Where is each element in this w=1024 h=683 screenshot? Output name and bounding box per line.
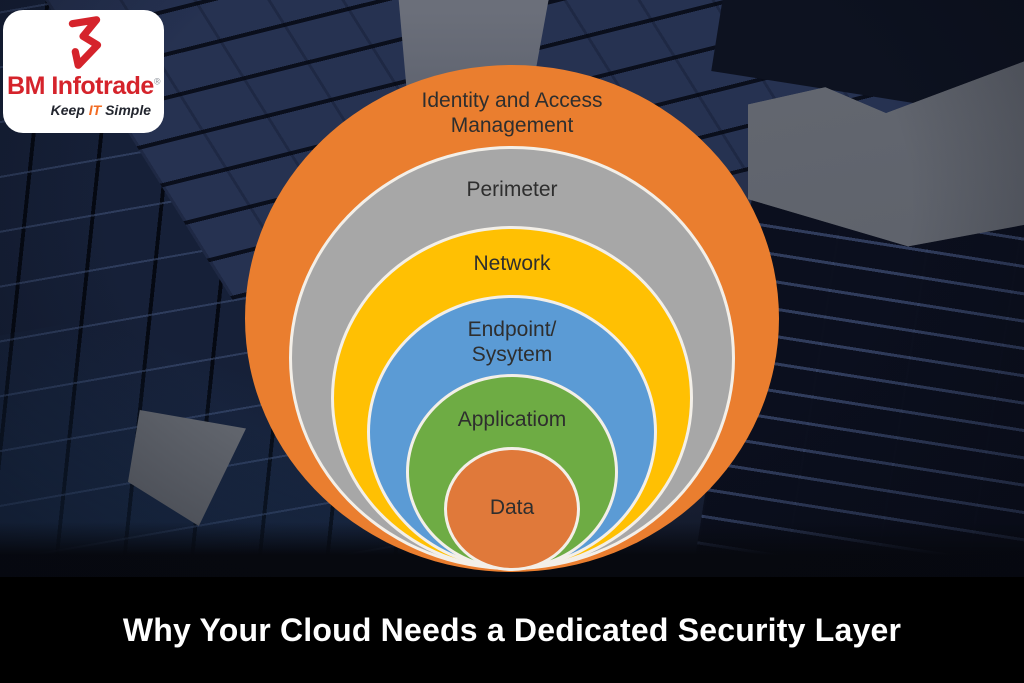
brand-tagline: Keep IT Simple [3, 102, 164, 118]
layer-ring-data [444, 447, 580, 571]
tagline-word-simple: Simple [105, 102, 151, 118]
bm-infotrade-logo-mark-icon [68, 16, 101, 69]
title-bar: Why Your Cloud Needs a Dedicated Securit… [0, 577, 1024, 683]
tagline-word-it: IT [88, 102, 102, 118]
bm-infotrade-logo-card: BM Infotrade® Keep IT Simple [3, 10, 164, 133]
brand-name-text: BM Infotrade [7, 72, 154, 100]
registered-trademark: ® [153, 76, 161, 87]
security-layers-diagram: Identity and Access Management Perimeter… [245, 65, 779, 572]
page-title: Why Your Cloud Needs a Dedicated Securit… [122, 611, 902, 648]
tagline-word-keep: Keep [50, 102, 85, 118]
brand-name: BM Infotrade® [3, 72, 164, 101]
